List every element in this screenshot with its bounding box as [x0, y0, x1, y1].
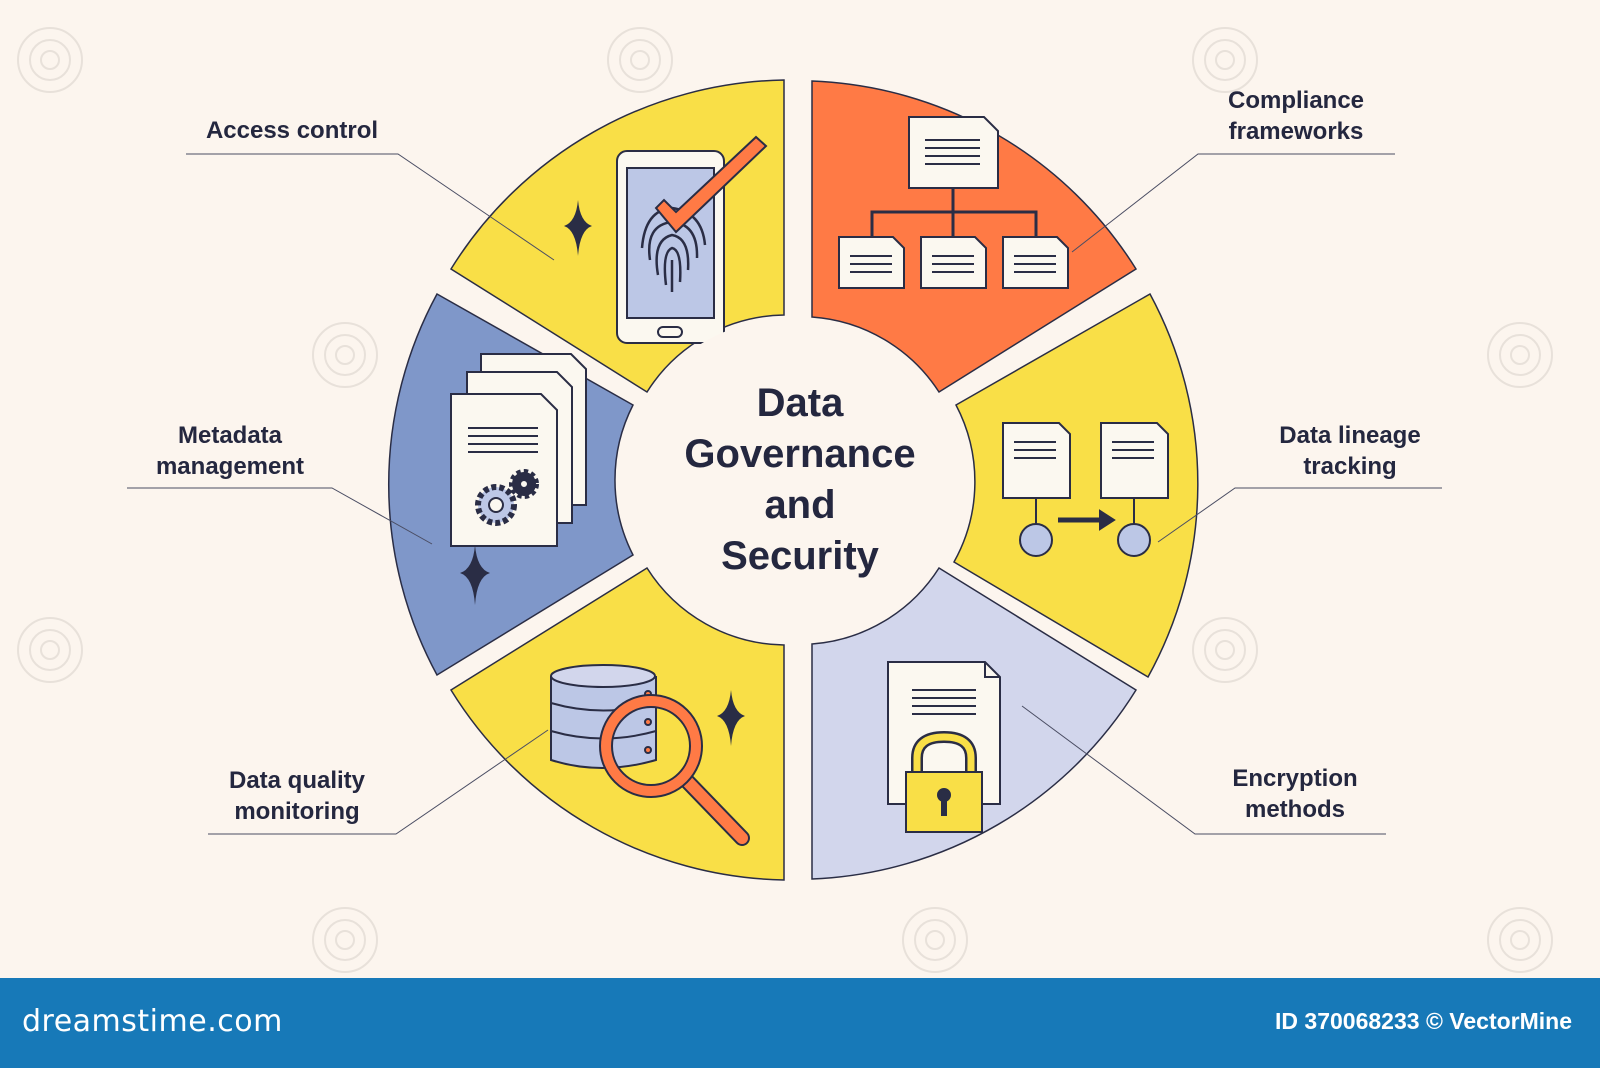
leader-line-encryption — [1021, 705, 1386, 835]
label-access-control: Access control — [205, 117, 379, 144]
segment-data-lineage — [952, 292, 1199, 679]
database-search-icon — [550, 664, 750, 846]
center-hub — [625, 320, 945, 640]
fingerprint-phone-icon — [564, 135, 768, 344]
document-flow-icon — [1002, 422, 1169, 557]
label-data-lineage-tracking: Data lineage tracking — [1279, 422, 1421, 480]
label-metadata-management: Metadata management — [155, 422, 305, 480]
watermark — [17, 27, 1553, 973]
document-settings-icon — [450, 353, 587, 605]
leader-line-metadata — [127, 487, 433, 545]
footer-bar: dreamstime.com ID 370068233 © VectorMine — [0, 978, 1600, 1068]
label-encryption-methods: Encryption methods — [1232, 765, 1358, 823]
leader-line-data-lineage — [1157, 487, 1442, 543]
leader-line-compliance — [1071, 153, 1395, 253]
document-hierarchy-icon — [838, 116, 1069, 289]
diagram-canvas — [17, 27, 1553, 973]
diagram-title: Data Governance and Security — [684, 381, 916, 578]
footer-credit: ID 370068233 © VectorMine — [1275, 1008, 1572, 1034]
leader-line-data-quality — [208, 729, 549, 835]
footer-logo: dreamstime.com — [22, 1004, 283, 1039]
label-compliance-frameworks: Compliance frameworks — [1227, 87, 1365, 145]
label-data-quality-monitoring: Data quality monitoring — [228, 767, 366, 825]
locked-document-icon — [887, 661, 1001, 833]
leader-line-access-control — [186, 153, 555, 261]
